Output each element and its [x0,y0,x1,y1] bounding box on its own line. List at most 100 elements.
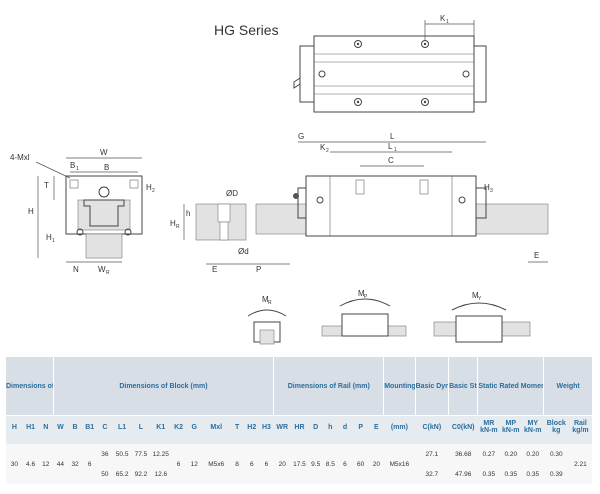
cell-mr: 0.27 [477,444,500,464]
col-stat: C0(kN) [448,415,478,438]
label-k2-sub: 2 [326,148,329,154]
cell-k2: 6 [171,444,186,484]
cell-my: 0.20 [521,444,544,464]
col-k1: K1 [150,415,172,438]
col-n: N [38,415,54,438]
cell-l: 77.5 [131,444,151,464]
col-d: D [308,415,323,438]
label-h2-sub: 2 [152,188,155,194]
cell-d: 9.5 [308,444,323,484]
label-w: W [100,148,108,157]
label-n: N [73,265,79,274]
col-wr: WR [273,415,291,438]
group-block: Dimensions of Block (mm) [52,357,274,416]
label-b: B [104,163,109,172]
label-mr-sub: R [268,300,272,306]
group-weight: Weight [543,357,592,416]
label-h1-sub: 1 [52,238,55,244]
cell-h-small: 8.5 [323,444,338,484]
cell-k1: 12.25 [150,444,172,464]
label-l1: L [388,142,393,151]
col-g: G [185,415,203,438]
cell-wr: 20 [273,444,291,484]
col-h3: H3 [259,415,274,438]
label-e: E [212,265,217,274]
moment-my-drawing: M Y [433,291,531,343]
label-p: P [256,265,261,274]
label-od-small: Ød [238,247,249,256]
label-g: G [298,132,304,141]
cell-hr: 17.5 [290,444,309,484]
cell-p: 60 [352,444,370,484]
cell-l: 92.2 [131,464,151,484]
cell-block-weight: 0.30 [543,444,569,464]
rail-section-drawing: H R h ØD Ød E P [170,189,290,274]
column-header-row: H H1 N W B B1 C L1 L K1 K2 G Mxl T H2 H3… [6,415,592,438]
col-hr: HR [290,415,309,438]
moment-mr-drawing: M R [247,295,287,345]
label-k1: K [440,14,446,23]
cell-h2: 6 [244,444,260,484]
label-k1-sub: 1 [446,19,449,25]
cell-bolt: M5x16 [383,444,416,484]
cell-block-weight: 0.39 [543,464,569,484]
col-h2: H2 [244,415,260,438]
label-c: C [388,156,394,165]
group-dynamic: Basic Dynamic Load Rating [414,357,449,416]
cell-stat: 47.96 [448,464,478,484]
col-k2: K2 [171,415,186,438]
cell-h1: 4.6 [22,444,39,484]
col-c: C [97,415,113,438]
front-view-drawing: W B B 1 4-Mxl H T H 1 H 2 N W R [10,148,155,276]
table-row: 50 65.2 92.2 12.6 32.7 47.96 0.35 0.35 0… [6,464,592,484]
col-b: B [67,415,83,438]
col-p: P [352,415,370,438]
col-e: E [369,415,384,438]
cell-l1: 65.2 [112,464,132,484]
col-w: W [53,415,68,438]
col-h-small: h [323,415,338,438]
label-l: L [390,132,395,141]
col-l1: L1 [112,415,132,438]
cell-mp: 0.20 [499,444,522,464]
cell-w: 44 [53,444,68,484]
cell-n: 12 [38,444,54,484]
label-mp-sub: P [364,294,368,300]
label-h-small: h [186,209,190,218]
label-h1: H [46,233,52,242]
label-h3-sub: 3 [490,188,493,194]
group-moment: Static Rated Moment [477,357,544,416]
label-mp: M [358,289,365,298]
cell-mp: 0.35 [499,464,522,484]
col-t: T [229,415,245,438]
cell-k1: 12.6 [150,464,172,484]
label-hr: H [170,219,176,228]
label-hr-sub: R [176,224,180,230]
col-mxl: Mxl [202,415,230,438]
cell-h3: 6 [259,444,274,484]
group-bolt: Mounting Bolt for Rail [383,357,416,416]
cell-d-small: 6 [337,444,353,484]
label-my-sub: Y [478,296,482,302]
label-e2: E [534,251,539,260]
group-rail: Dimensions of Rail (mm) [273,357,384,416]
label-l1-sub: 1 [394,147,397,153]
col-bolt-unit: (mm) [383,415,416,438]
group-assembly: Dimensions of Assembly (mm) [6,357,54,416]
technical-drawing: K 1 W B B 1 4-Mxl H T H 1 H 2 N W R [10,14,549,345]
moment-mp-drawing: M P [321,289,407,337]
col-d-small: d [337,415,353,438]
cell-g: 12 [185,444,203,484]
label-t: T [44,181,49,190]
label-k2: K [320,143,326,152]
col-h: H [6,415,23,438]
cell-mr: 0.35 [477,464,500,484]
cell-e: 20 [369,444,384,484]
col-l: L [131,415,151,438]
label-h2: H [146,183,152,192]
spec-table: Dimensions of Assembly (mm) Dimensions o… [6,357,592,484]
cell-mxl: M5x6 [202,444,230,484]
